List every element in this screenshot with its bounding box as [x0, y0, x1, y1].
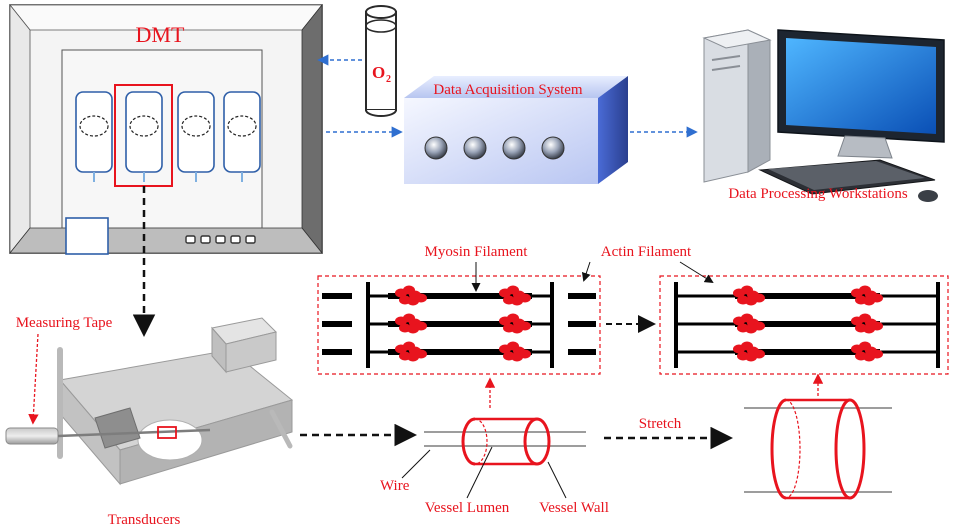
wire-pointer [401, 449, 431, 479]
measuring-tape-label: Measuring Tape [16, 315, 113, 331]
myosin-head [519, 349, 531, 359]
chamber-buttons [185, 235, 256, 244]
myosin-head [753, 293, 765, 303]
myosin-head [871, 293, 883, 303]
arrow-measuring-tape [28, 333, 39, 425]
stretch-label: Stretch [639, 416, 682, 432]
wire-label: Wire [380, 478, 410, 494]
myosin-head [753, 349, 765, 359]
vessel-wall-pointer [547, 461, 567, 499]
well-1 [75, 91, 113, 182]
transducers-label: Transducers [108, 512, 181, 528]
o2-subscript: 2 [386, 74, 391, 85]
stretched-vessel-icon [744, 398, 892, 500]
well-3 [177, 91, 215, 182]
vessel-icon [424, 417, 586, 466]
o2-label: O [372, 63, 385, 82]
well-2 [125, 91, 163, 182]
myosin-head [415, 321, 427, 331]
myosin-head [519, 321, 531, 331]
actin-pointer-left [581, 261, 591, 282]
chamber-panel [65, 217, 109, 255]
workstation-label: Data Processing Workstations [728, 186, 907, 202]
daq-label: Data Acquisition System [433, 82, 582, 98]
myosin-head [415, 293, 427, 303]
transducer-icon [5, 317, 294, 486]
sarcomere-stretched [659, 275, 949, 375]
computer-icon: Data Processing Workstations [702, 29, 945, 202]
well-4 [223, 91, 261, 182]
o2-cylinder-icon: O 2 [365, 5, 397, 117]
myosin-head [871, 349, 883, 359]
dmt-label: DMT [136, 22, 185, 47]
myosin-head [753, 321, 765, 331]
vessel-lumen-label: Vessel Lumen [425, 500, 510, 516]
data-acquisition-box: Data Acquisition System [404, 76, 628, 184]
myosin-head [519, 293, 531, 303]
myosin-head [415, 349, 427, 359]
myosin-filament-label: Myosin Filament [425, 244, 529, 260]
vessel-lumen-pointer [466, 446, 493, 499]
actin-pointer-right [679, 261, 714, 284]
sarcomere-relaxed [317, 275, 601, 375]
actin-filament-label: Actin Filament [601, 244, 692, 260]
transducer-vessel-highlight [157, 426, 177, 439]
dmt-chamber: DMT [9, 3, 323, 255]
myosin-head [871, 321, 883, 331]
vessel-wall-label: Vessel Wall [539, 500, 609, 516]
